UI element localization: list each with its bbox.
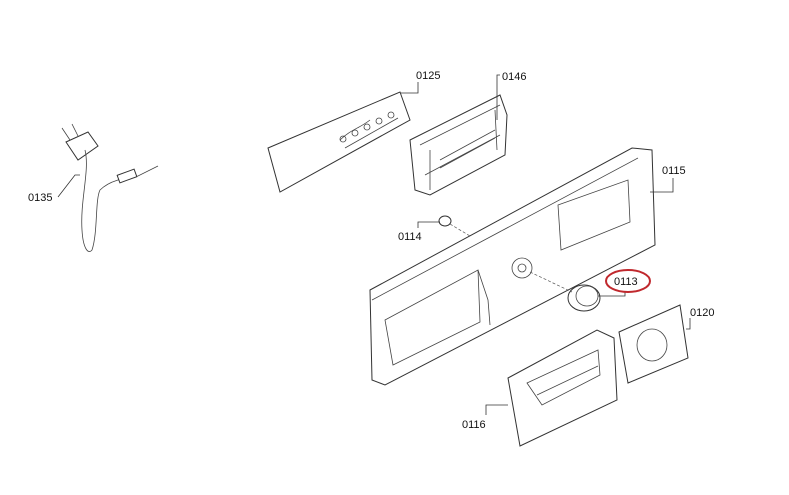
label-0125[interactable]: 0125 <box>416 70 440 82</box>
label-0115[interactable]: 0115 <box>662 165 686 177</box>
part-control-panel-fascia[interactable] <box>369 147 656 386</box>
part-program-selector-holder[interactable] <box>409 94 508 196</box>
part-push-button[interactable] <box>438 215 452 227</box>
part-control-module-board[interactable] <box>267 91 411 193</box>
highlight-circle <box>605 269 651 293</box>
label-0113[interactable]: 0113 <box>614 276 638 288</box>
part-detergent-drawer-handle[interactable] <box>507 329 618 447</box>
part-power-cord[interactable] <box>61 123 159 252</box>
label-0114[interactable]: 0114 <box>398 231 422 243</box>
part-selector-knob[interactable] <box>567 284 601 312</box>
part-knob-cover-plate[interactable] <box>618 304 689 384</box>
label-0146[interactable]: 0146 <box>502 71 526 83</box>
label-0116[interactable]: 0116 <box>462 419 486 431</box>
label-0135[interactable]: 0135 <box>28 192 52 204</box>
label-0120[interactable]: 0120 <box>690 307 714 319</box>
